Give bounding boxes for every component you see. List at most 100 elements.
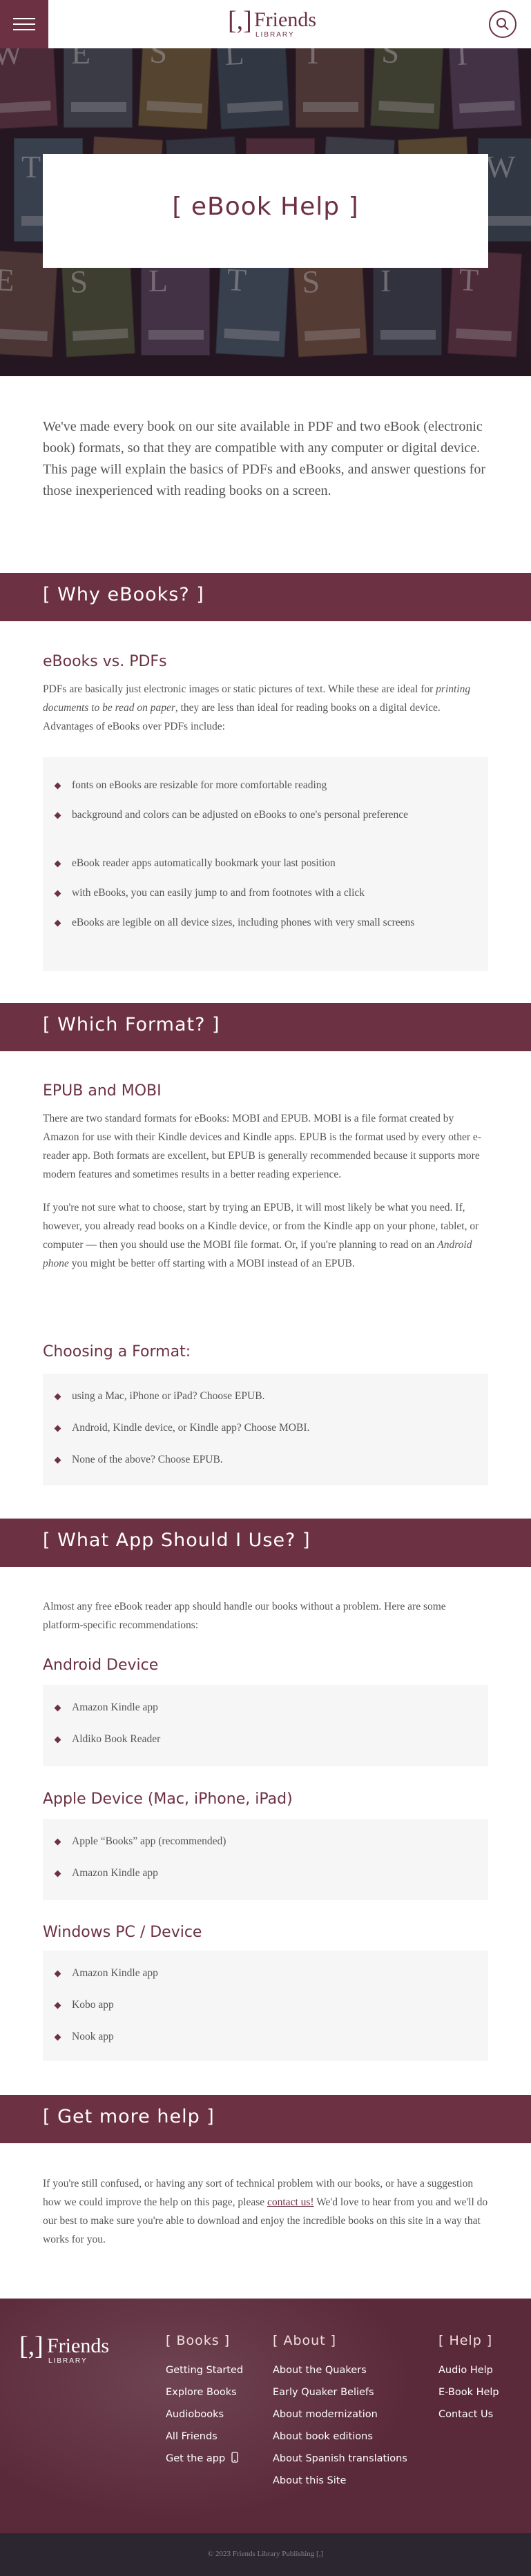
- list-item: using a Mac, iPhone or iPad? Choose EPUB…: [54, 1387, 458, 1405]
- list-item: Amazon Kindle app: [54, 1699, 458, 1717]
- copyright-bar: © 2023 Friends Library Publishing [,]: [0, 2533, 531, 2576]
- footer-link-contact-us[interactable]: Contact Us: [438, 2409, 494, 2420]
- section-title: [ Why eBooks? ]: [43, 584, 204, 605]
- list-item: with eBooks, you can easily jump to and …: [54, 884, 458, 902]
- footer-link-audio-help[interactable]: Audio Help: [438, 2365, 493, 2376]
- footer-link-about-spanish-translations[interactable]: About Spanish translations: [273, 2453, 407, 2464]
- diamond-bullet-icon: [54, 2002, 61, 2009]
- subheading-apple: Apple Device (Mac, iPhone, iPad): [43, 1790, 293, 1808]
- footer-column-title: [ Books ]: [166, 2333, 231, 2348]
- book-cover-letter: T: [21, 149, 41, 184]
- hero-book-cover: T: [296, 48, 365, 128]
- diamond-bullet-icon: [54, 1456, 61, 1464]
- hero-book-cover: E: [64, 48, 133, 128]
- diamond-bullet-icon: [54, 1393, 61, 1401]
- hero-book-cover: W: [478, 138, 531, 242]
- footer-link-about-quakers[interactable]: About the Quakers: [273, 2365, 367, 2376]
- contact-us-link[interactable]: contact us!: [267, 2196, 314, 2208]
- logo-bracket: [,]: [228, 6, 252, 35]
- footer-link-about-this-site[interactable]: About this Site: [273, 2475, 347, 2486]
- emphasis-text: printing documents to be read on paper: [43, 683, 471, 714]
- list-item: Nook app: [54, 2028, 458, 2046]
- footer-link-get-the-app[interactable]: Get the app: [166, 2448, 243, 2470]
- section-heading-help: [ Get more help ]: [0, 2095, 531, 2143]
- section-heading-apps: [ What App Should I Use? ]: [0, 1519, 531, 1567]
- subheading-ebooks-vs-pdfs: eBooks vs. PDFs: [43, 653, 167, 670]
- footer-about-column: [ About ] About the Quakers Early Quaker…: [273, 2333, 407, 2492]
- ebooks-vs-pdfs-paragraph: PDFs are basically just electronic image…: [43, 683, 471, 732]
- book-cover-stripe: [485, 216, 531, 226]
- apps-intro-paragraph: Almost any free eBook reader app should …: [43, 1601, 446, 1631]
- book-cover-letter: I: [380, 263, 392, 298]
- book-cover-letter: L: [148, 263, 168, 298]
- footer-logo[interactable]: [,] Friends LIBRARY: [19, 2333, 137, 2368]
- footer-help-column: [ Help ] Audio Help E-Book Help Contact …: [438, 2333, 499, 2426]
- footer-column-title: [ Help ]: [438, 2333, 493, 2348]
- list-item: Amazon Kindle app: [54, 1964, 458, 1982]
- footer-link-explore-books[interactable]: Explore Books: [166, 2387, 237, 2398]
- subheading-windows: Windows PC / Device: [43, 1924, 202, 1941]
- intro-paragraph: We've made every book on our site availa…: [43, 419, 486, 498]
- book-cover-stripe: [380, 330, 436, 340]
- diamond-bullet-icon: [54, 1704, 61, 1712]
- diamond-bullet-icon: [54, 860, 61, 868]
- list-item: None of the above? Choose EPUB.: [54, 1451, 458, 1469]
- apple-apps-box: Apple “Books” app (recommended) Amazon K…: [43, 1819, 488, 1900]
- help-paragraph: If you're still confused, or having any …: [43, 2178, 488, 2245]
- site-logo[interactable]: [,] Friends LIBRARY: [228, 7, 325, 41]
- emphasis-text: Android phone: [43, 1239, 472, 1269]
- section-title: [ Which Format? ]: [43, 1014, 220, 1035]
- menu-icon-line: [13, 18, 35, 19]
- hero-banner: WESLTSITEQSEJWESLTSIT [ eBook Help ]: [0, 48, 531, 376]
- footer-link-all-friends[interactable]: All Friends: [166, 2431, 218, 2442]
- section-heading-format: [ Which Format? ]: [0, 1003, 531, 1051]
- book-cover-stripe: [71, 102, 126, 112]
- footer-link-early-quaker-beliefs[interactable]: Early Quaker Beliefs: [273, 2387, 374, 2398]
- list-item: Apple “Books” app (recommended): [54, 1833, 458, 1851]
- logo-name: Friends: [47, 2334, 109, 2357]
- diamond-bullet-icon: [54, 2033, 61, 2041]
- windows-apps-box: Amazon Kindle app Kobo app Nook app: [43, 1951, 488, 2061]
- subheading-choosing-format: Choosing a Format:: [43, 1343, 191, 1360]
- site-footer: [,] Friends LIBRARY [ Books ] Getting St…: [0, 2299, 531, 2533]
- diamond-bullet-icon: [54, 1736, 61, 1744]
- book-cover-stripe: [303, 102, 358, 112]
- footer-books-column: [ Books ] Getting Started Explore Books …: [166, 2333, 243, 2470]
- list-item: Kobo app: [54, 1996, 458, 2014]
- diamond-bullet-icon: [54, 812, 61, 819]
- search-button[interactable]: [489, 10, 516, 38]
- footer-link-getting-started[interactable]: Getting Started: [166, 2365, 244, 2376]
- formats-paragraph: There are two standard formats for eBook…: [43, 1113, 481, 1180]
- diamond-bullet-icon: [54, 890, 61, 897]
- footer-link-ebook-help[interactable]: E-Book Help: [438, 2387, 499, 2398]
- footer-link-audiobooks[interactable]: Audiobooks: [166, 2409, 224, 2420]
- list-item: eBooks are legible on all device sizes, …: [54, 914, 458, 932]
- hero-book-cover: I: [373, 252, 442, 355]
- section-heading-why: [ Why eBooks? ]: [0, 573, 531, 621]
- book-cover-stripe: [148, 330, 204, 340]
- search-icon: [496, 18, 509, 30]
- hamburger-menu-button[interactable]: [0, 0, 48, 48]
- hero-book-cover: L: [141, 252, 210, 355]
- diamond-bullet-icon: [54, 782, 61, 790]
- menu-icon-line: [13, 29, 35, 30]
- footer-link-about-modernization[interactable]: About modernization: [273, 2409, 378, 2420]
- book-cover-letter: W: [485, 149, 516, 184]
- subheading-android: Android Device: [43, 1657, 159, 1674]
- page-title: [ eBook Help ]: [172, 193, 359, 221]
- list-item: background and colors can be adjusted on…: [54, 806, 458, 824]
- choosing-format-box: using a Mac, iPhone or iPad? Choose EPUB…: [43, 1374, 488, 1485]
- hero-title-card: [ eBook Help ]: [43, 154, 488, 268]
- list-item: Aldiko Book Reader: [54, 1730, 458, 1748]
- diamond-bullet-icon: [54, 919, 61, 927]
- list-item: Android, Kindle device, or Kindle app? C…: [54, 1419, 458, 1437]
- copyright-text: © 2023 Friends Library Publishing [,]: [207, 2550, 324, 2558]
- book-cover-letter: E: [71, 48, 91, 70]
- list-item: Amazon Kindle app: [54, 1864, 458, 1882]
- diamond-bullet-icon: [54, 1970, 61, 1978]
- subheading-epub-mobi: EPUB and MOBI: [43, 1082, 162, 1100]
- phone-icon: [231, 2452, 238, 2463]
- logo-subtitle: LIBRARY: [255, 31, 295, 39]
- footer-link-about-book-editions[interactable]: About book editions: [273, 2431, 373, 2442]
- section-title: [ What App Should I Use? ]: [43, 1530, 311, 1551]
